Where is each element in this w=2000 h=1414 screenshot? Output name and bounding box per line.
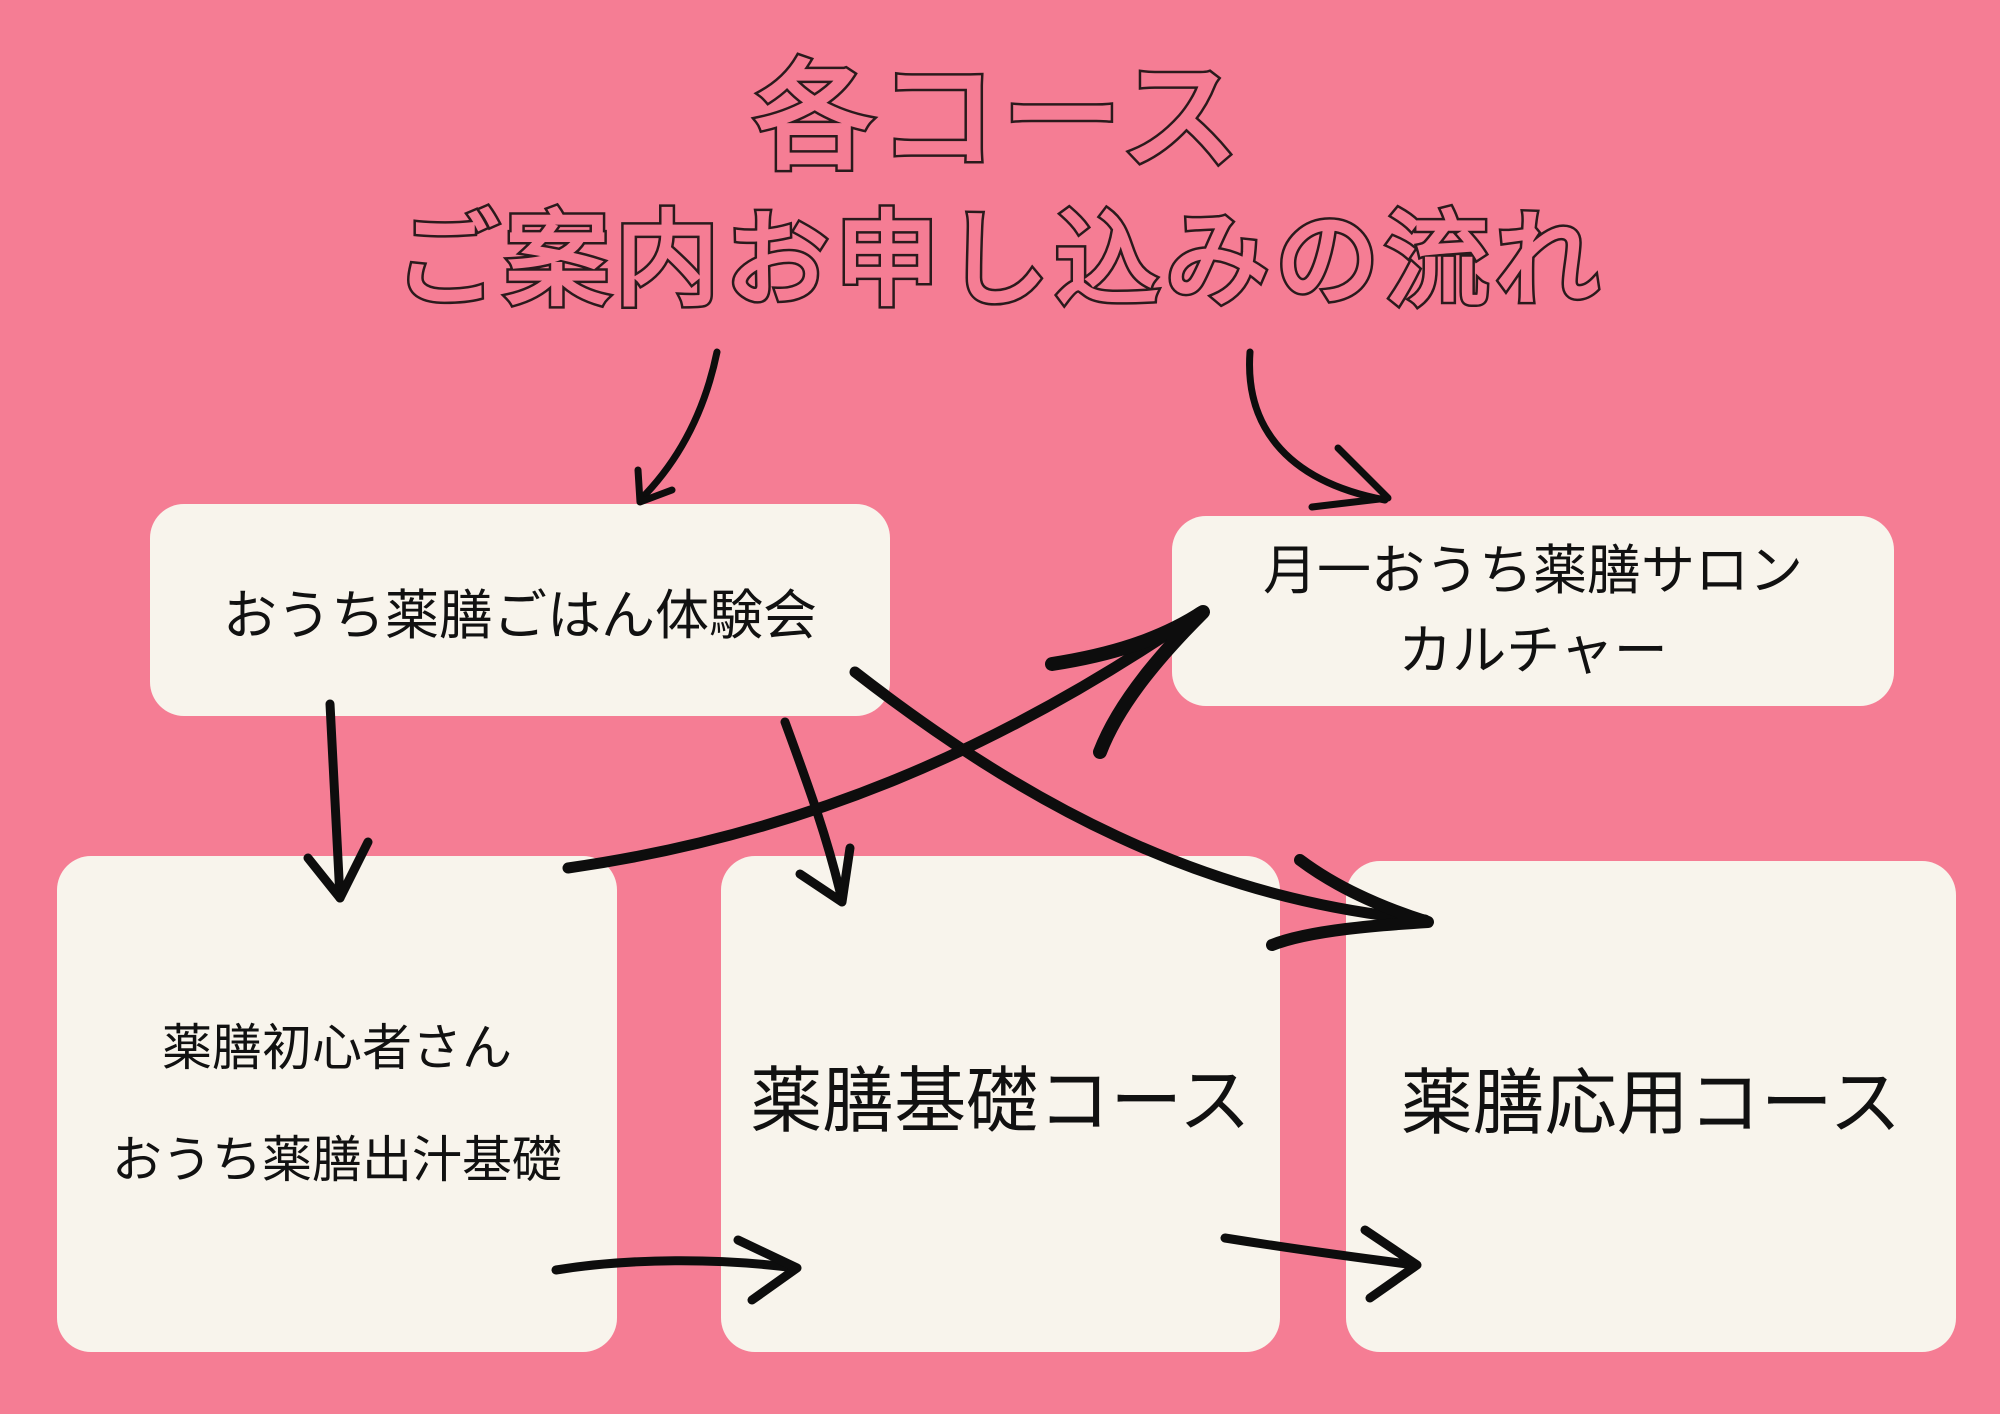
arrow-title-to-salon xyxy=(1246,348,1389,504)
box-advanced-course-label: 薬膳応用コース xyxy=(1400,1061,1902,1145)
title-line-2: ご案内お申し込みの流れ xyxy=(392,198,1605,323)
box-taiken-event: おうち薬膳ごはん体験会 xyxy=(150,504,890,716)
arrow-head-title-to-taiken xyxy=(634,466,676,506)
box-advanced-course: 薬膳応用コース xyxy=(1346,861,1956,1352)
box-beginner-label-1: 薬膳初心者さん xyxy=(162,1019,512,1077)
box-monthly-salon: 月一おうち薬膳サロン カルチャー xyxy=(1172,516,1894,706)
box-basic-course: 薬膳基礎コース xyxy=(721,856,1280,1352)
box-beginner: 薬膳初心者さん おうち薬膳出汁基礎 xyxy=(57,856,617,1352)
title-line-1: 各コース xyxy=(752,48,1246,186)
box-beginner-label-2: おうち薬膳出汁基礎 xyxy=(112,1131,562,1189)
arrow-title-to-taiken xyxy=(636,348,721,504)
box-salon-label-1: 月一おうち薬膳サロン xyxy=(1263,539,1803,602)
box-basic-course-label: 薬膳基礎コース xyxy=(750,1058,1251,1143)
box-salon-label-2: カルチャー xyxy=(1398,619,1668,682)
box-taiken-label: おうち薬膳ごはん体験会 xyxy=(223,583,817,647)
arrow-head-title-to-salon xyxy=(1308,444,1392,511)
